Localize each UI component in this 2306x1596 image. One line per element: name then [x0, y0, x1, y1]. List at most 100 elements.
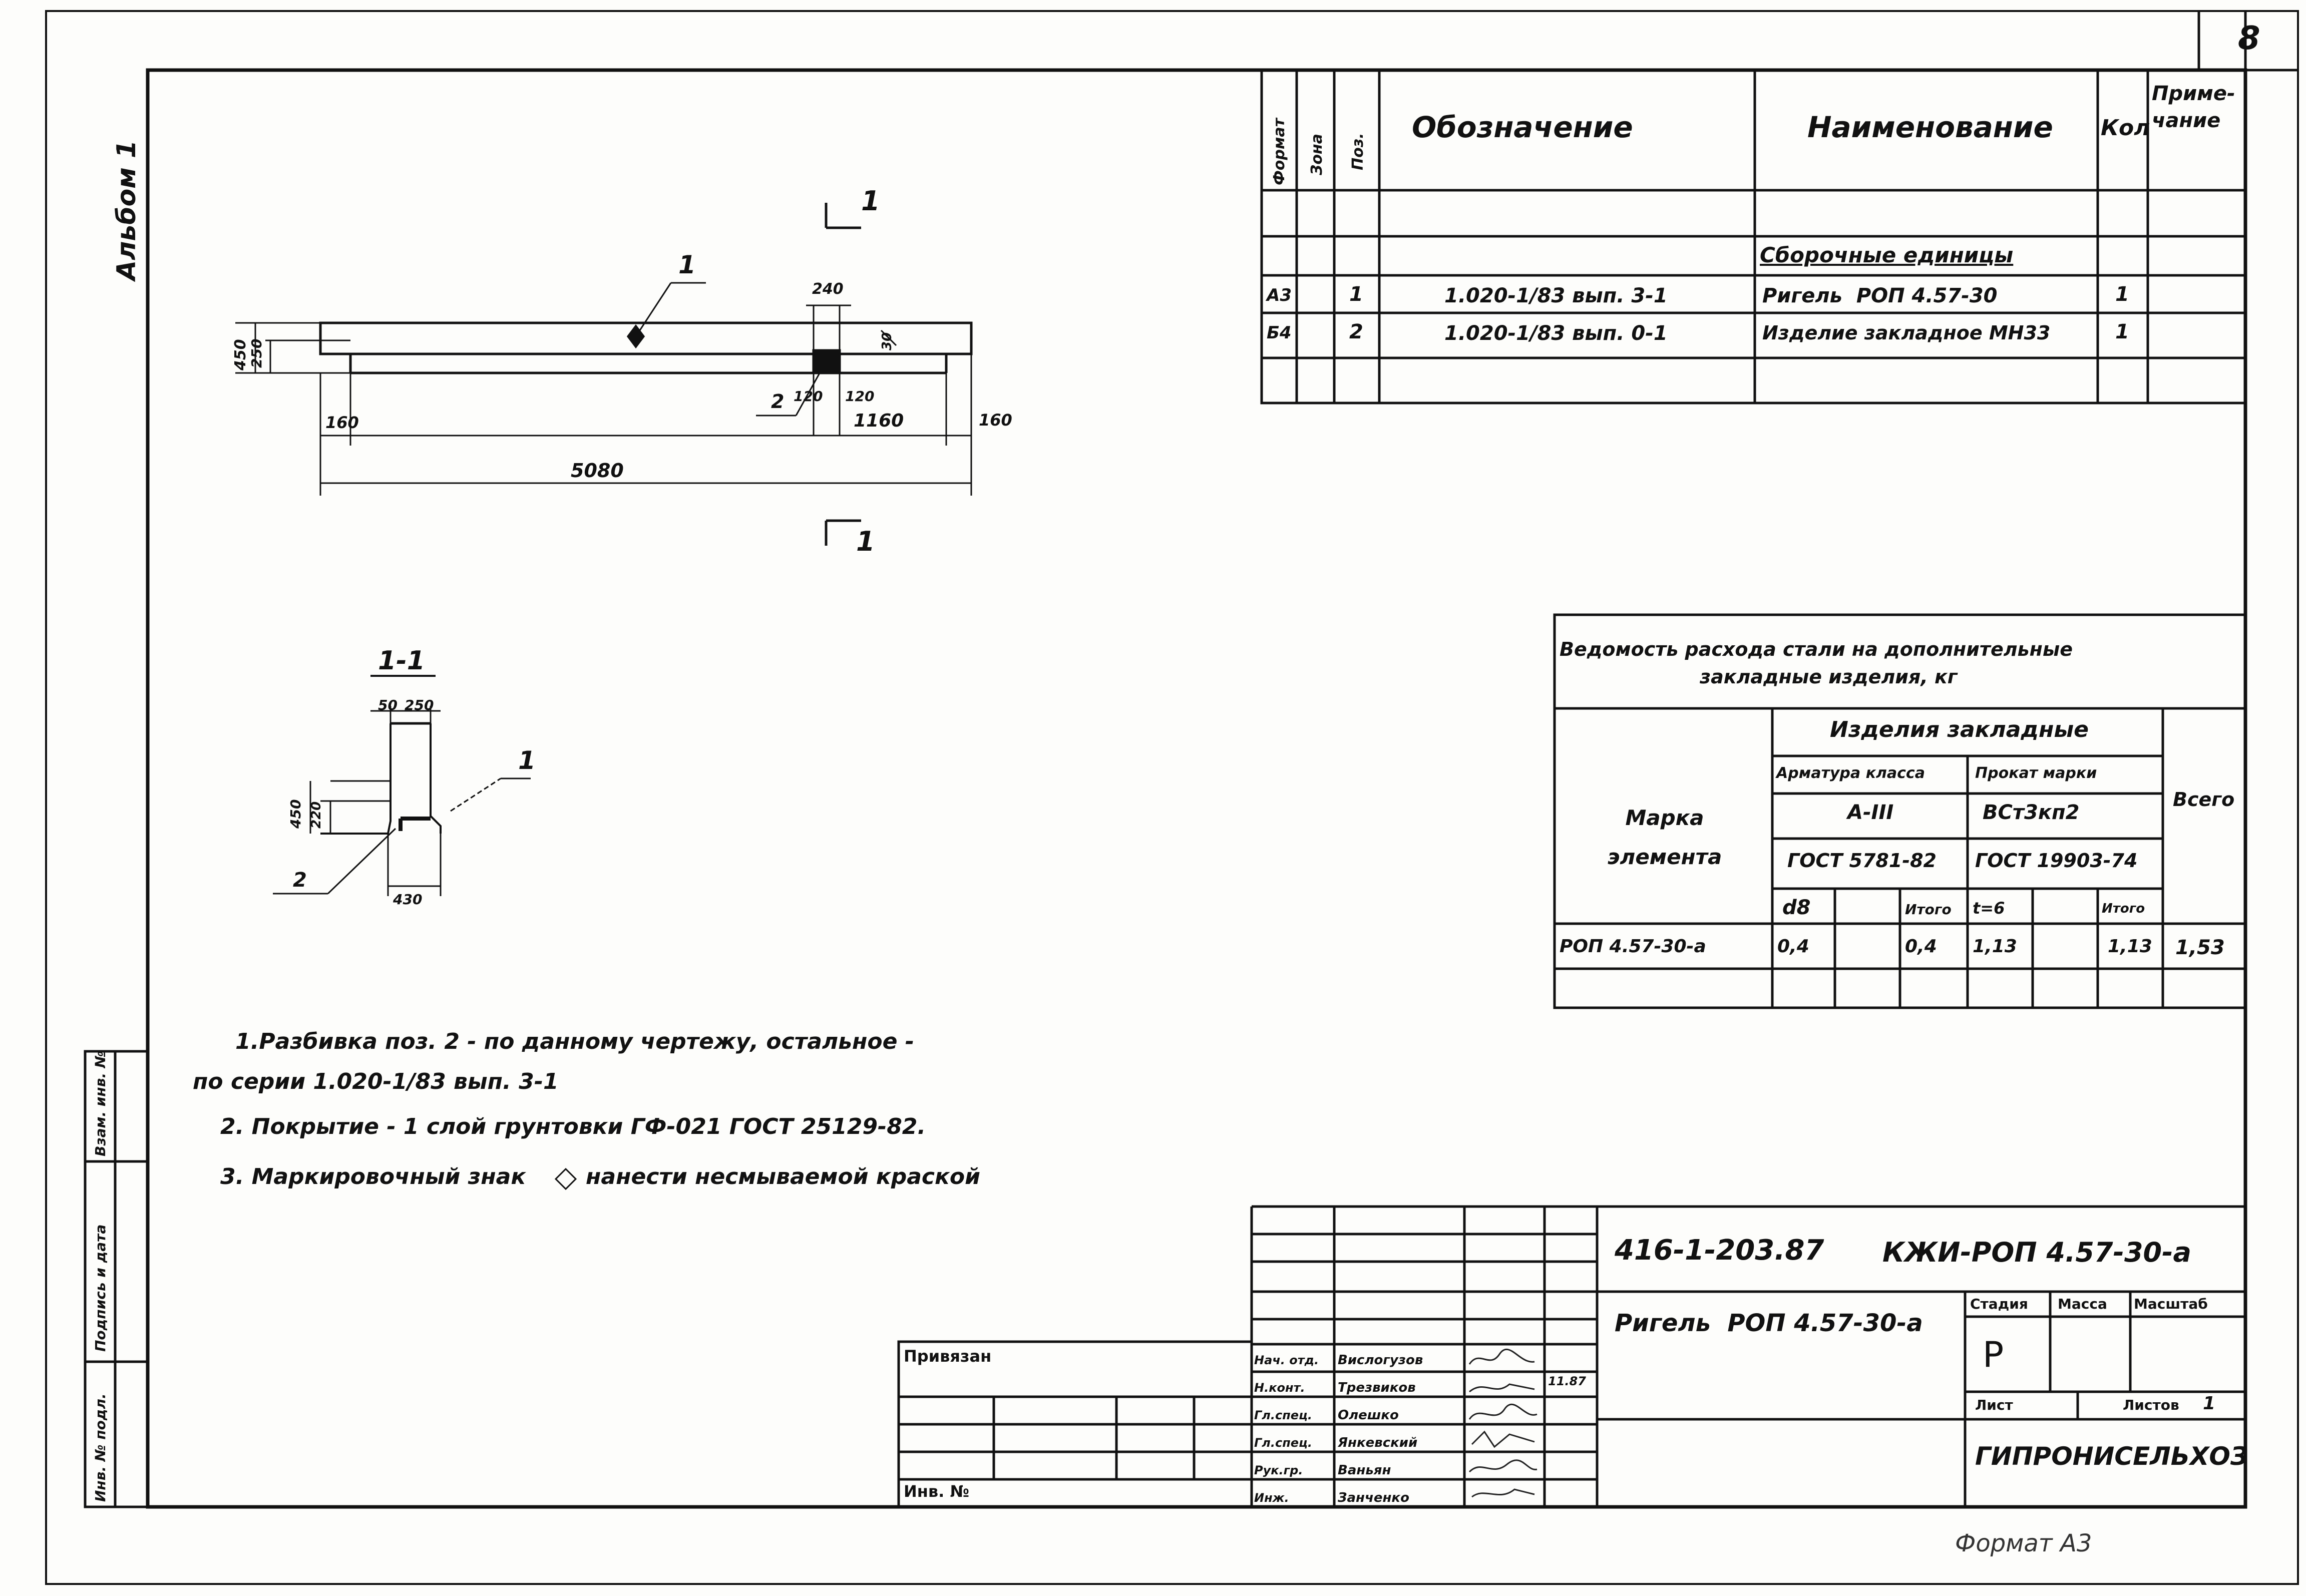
spec-row-name: Изделие закладное МН33 [1762, 322, 2051, 344]
stamp-name: Янкевский [1338, 1435, 1418, 1450]
stamp-sheets-label: Листов [2123, 1397, 2179, 1413]
stamp-name: Олешко [1338, 1408, 1399, 1423]
steel-col-rebar-class: А-III [1847, 801, 1894, 824]
spec-header-designation: Обозначение [1412, 110, 1633, 144]
signatures [1468, 1349, 1538, 1498]
spec-row-format: А3 [1267, 285, 1292, 305]
spec-row-pos: 2 [1349, 320, 1363, 343]
stamp-role: Нач. отд. [1254, 1353, 1319, 1367]
steel-col-rebar: Арматура класса [1776, 764, 1925, 782]
spec-row-qty: 1 [2115, 320, 2129, 343]
stamp-mass-label: Масса [2058, 1296, 2107, 1312]
steel-sub-total-rebar: Итого [1905, 901, 1952, 918]
stamp-sheet-label: Лист [1975, 1397, 2013, 1413]
stamp-inv-label: Инв. № [904, 1482, 969, 1501]
steel-col-profile-grade: ВСт3кп2 [1983, 801, 2080, 824]
spec-header-pos: Поз. [1349, 133, 1367, 170]
stamp-name: Вислогузов [1338, 1353, 1423, 1368]
steel-col-items: Изделия закладные [1830, 717, 2089, 742]
spec-row-designation: 1.020-1/83 вып. 3-1 [1444, 284, 1668, 307]
dim-160-right: 160 [979, 411, 1012, 430]
section-pos-2: 2 [293, 869, 307, 892]
stamp-stage-label: Стадия [1970, 1296, 2028, 1312]
spec-row-designation: 1.020-1/83 вып. 0-1 [1444, 322, 1668, 345]
section-dim-430: 430 [393, 891, 423, 908]
note-1: 1.Разбивка поз. 2 - по данному чертежу, … [235, 1029, 915, 1054]
stamp-names: Вислогузов Трезвиков Олешко Янкевский Ва… [1338, 1347, 1463, 1512]
dim-length: 5080 [571, 460, 624, 482]
stamp-bound-label: Привязан [904, 1347, 992, 1366]
dim-160-left: 160 [325, 413, 359, 432]
steel-row-v1: 0,4 [1777, 936, 1809, 957]
side-stamp-sign: Подпись и дата [92, 1225, 109, 1352]
section-title: 1-1 [378, 646, 425, 676]
dim-120b: 120 [845, 388, 875, 405]
stamp-name: Занченко [1338, 1490, 1409, 1505]
format-note: Формат А3 [1955, 1529, 2092, 1557]
stamp-role: Гл.спец. [1254, 1436, 1312, 1450]
position-mark-2: 2 [771, 390, 785, 413]
dim-1160: 1160 [854, 411, 904, 431]
sheet-number: 8 [2238, 20, 2260, 57]
stamp-scale-label: Масштаб [2134, 1296, 2208, 1312]
steel-row-v4: 1,13 [1973, 936, 2017, 957]
spec-row-format: Б4 [1267, 323, 1292, 343]
section-mark-bottom: 1 [856, 526, 875, 557]
steel-col-profile: Прокат марки [1975, 764, 2097, 782]
dim-450: 450 [232, 339, 249, 371]
note-1-cont: по серии 1.020-1/83 вып. 3-1 [193, 1069, 559, 1094]
dim-240: 240 [812, 280, 844, 298]
steel-sub-d8: d8 [1782, 896, 1811, 919]
note-2: 2. Покрытие - 1 слой грунтовки ГФ-021 ГО… [220, 1114, 926, 1139]
album-label: Альбом 1 [112, 140, 142, 282]
section-pos-1: 1 [518, 746, 536, 775]
stamp-code: 416-1-203.87 [1615, 1234, 1824, 1267]
stamp-doc-code: КЖИ-РОП 4.57-30-а [1882, 1237, 2191, 1268]
steel-sub-total-profile: Итого [2102, 901, 2145, 916]
spec-header-zone: Зона [1308, 134, 1326, 176]
steel-col-total: Всего [2173, 788, 2235, 811]
stamp-role: Н.конт. [1254, 1381, 1305, 1395]
steel-row-mark: РОП 4.57-30-а [1560, 936, 1706, 957]
note-3: 3. Маркировочный знак [220, 1164, 526, 1189]
steel-sub-t6: t=6 [1973, 899, 2005, 918]
spec-header-name: Наименование [1807, 110, 2053, 144]
dim-120a: 120 [794, 388, 823, 405]
stamp-role: Рук.гр. [1254, 1463, 1303, 1477]
stamp-role: Инж. [1254, 1491, 1289, 1505]
stamp-name: Трезвиков [1338, 1380, 1416, 1395]
section-dim-50: 50 [378, 697, 398, 713]
stamp-roles: Нач. отд. Н.конт. Гл.спец. Гл.спец. Рук.… [1254, 1347, 1334, 1512]
dim-250: 250 [248, 339, 265, 368]
steel-col-profile-gost: ГОСТ 19903-74 [1975, 850, 2138, 872]
spec-row-qty: 1 [2115, 283, 2129, 306]
steel-table-title-2: закладные изделия, кг [1700, 666, 1958, 688]
steel-col-mark: Марка элемента [1607, 806, 1722, 869]
spec-row-name: Ригель РОП 4.57-30 [1762, 284, 1998, 307]
note-3-cont: нанести несмываемой краской [586, 1164, 980, 1189]
stamp-stage: Р [1983, 1334, 2004, 1375]
section-dim-220: 220 [309, 802, 324, 829]
section-mark-top: 1 [861, 185, 880, 217]
stamp-title: Ригель РОП 4.57-30-а [1615, 1309, 1923, 1337]
spec-row-pos: 1 [1349, 283, 1363, 306]
side-stamp-inv: Инв. № подл. [92, 1393, 109, 1502]
spec-header-note: Приме-чание [2152, 82, 2235, 132]
stamp-name: Ваньян [1338, 1463, 1391, 1478]
steel-row-v3: 0,4 [1905, 936, 1937, 957]
stamp-sheets: 1 [2203, 1393, 2216, 1414]
stamp-date: 11.87 [1548, 1374, 1586, 1388]
steel-table-title-1: Ведомость расхода стали на дополнительны… [1560, 638, 2073, 660]
dim-30: 30 [880, 332, 895, 350]
spec-header-qty: Кол [2101, 115, 2150, 141]
side-stamp-replace: Взам. инв. № [92, 1051, 109, 1156]
steel-row-total: 1,53 [2175, 936, 2225, 959]
stamp-role: Гл.спец. [1254, 1408, 1312, 1422]
spec-section-title: Сборочные единицы [1760, 243, 2014, 267]
position-mark-1: 1 [678, 250, 696, 279]
steel-row-v6: 1,13 [2108, 936, 2152, 957]
steel-col-rebar-gost: ГОСТ 5781-82 [1787, 850, 1937, 872]
stamp-org: ГИПРОНИСЕЛЬХОЗ [1975, 1442, 2248, 1471]
